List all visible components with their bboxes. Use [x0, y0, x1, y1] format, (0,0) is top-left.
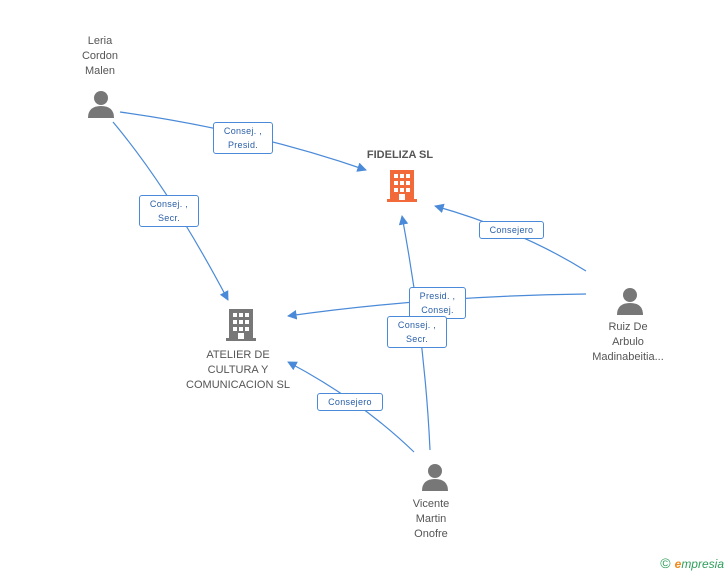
atelier-line-1: ATELIER DE — [206, 349, 270, 361]
edge-label-ruiz-atelier: Presid. , Consej. — [409, 287, 466, 319]
ruiz-line-1: Ruiz De — [608, 321, 648, 333]
vicente-line-1: Vicente — [412, 498, 450, 510]
edge-label-leria-atelier: Consej. , Secr. — [139, 195, 199, 227]
person-name-leria[interactable]: Leria Cordon Malen — [60, 34, 140, 79]
edge-label-line: Secr. — [405, 334, 428, 344]
edge-label-line: Consej. , — [397, 320, 437, 330]
ruiz-line-2: Arbulo — [612, 336, 644, 348]
edge-label-vicente-atelier: Consejero — [317, 393, 383, 411]
company-name-atelier[interactable]: ATELIER DE CULTURA Y COMUNICACION SL — [176, 348, 300, 393]
leria-line-3: Malen — [85, 65, 115, 77]
brand-footer[interactable]: ©empresia — [660, 555, 724, 571]
edge-label-line: Secr. — [157, 213, 180, 223]
atelier-line-2: CULTURA Y — [207, 364, 269, 376]
person-name-vicente[interactable]: Vicente Martin Onofre — [391, 497, 471, 542]
edge-label-line: Consej. — [421, 305, 454, 315]
copyright-icon: © — [660, 555, 671, 571]
edge-label-line: Consejero — [489, 225, 534, 235]
edge-label-line: Consej. , — [149, 199, 189, 209]
person-icon[interactable] — [422, 464, 448, 491]
edge-label-line: Consejero — [328, 397, 372, 407]
edge-label-line: Consej. , — [223, 126, 263, 136]
company-name-fideliza[interactable]: FIDELIZA SL — [366, 149, 434, 161]
edge-label-line: Presid. , — [419, 291, 456, 301]
atelier-line-3: COMUNICACION SL — [186, 379, 290, 391]
building-icon[interactable] — [387, 170, 417, 202]
ruiz-line-3: Madinabeitia... — [592, 351, 664, 363]
person-icon[interactable] — [617, 288, 643, 315]
leria-line-1: Leria — [87, 35, 113, 47]
building-icon[interactable] — [226, 309, 256, 341]
person-name-ruiz[interactable]: Ruiz De Arbulo Madinabeitia... — [580, 320, 676, 365]
brand-logo-rest: mpresia — [681, 557, 724, 571]
brand-logo-first: e — [674, 557, 682, 571]
edge-label-leria-fideliza: Consej. , Presid. — [213, 122, 273, 154]
edge-label-vicente-fideliza: Consej. , Secr. — [387, 316, 447, 348]
edge-label-ruiz-fideliza: Consejero — [479, 221, 544, 239]
leria-line-2: Cordon — [81, 50, 119, 62]
person-icon[interactable] — [88, 91, 114, 118]
vicente-line-3: Onofre — [414, 528, 448, 540]
vicente-line-2: Martin — [415, 513, 447, 525]
edge-label-line: Presid. — [227, 140, 259, 150]
